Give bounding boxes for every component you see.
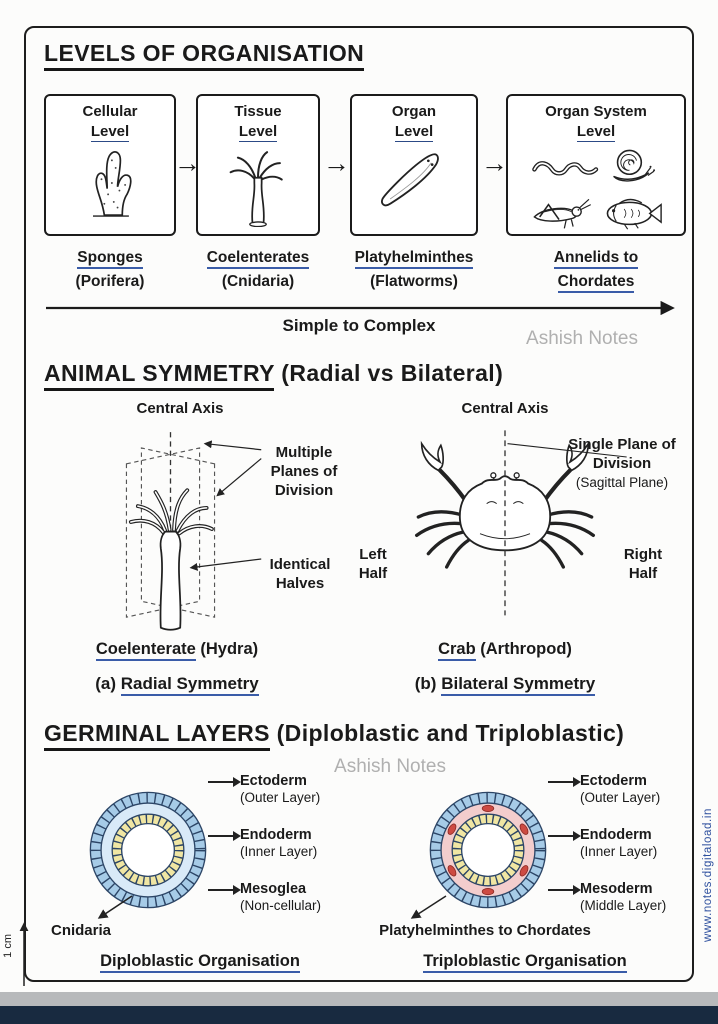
watermark: Ashish Notes <box>526 328 638 349</box>
level-box-organ: Organ Level <box>350 94 478 236</box>
mesoderm-label-row: Mesoderm (Middle Layer) <box>548 880 666 915</box>
ectoderm-label-row: Ectoderm (Outer Layer) <box>548 772 660 807</box>
worm-icon <box>532 160 599 176</box>
bilateral-symmetry-diagram <box>415 430 627 616</box>
division-plane-dashed <box>140 447 216 618</box>
division-plane-dashed <box>125 447 201 618</box>
side-url-watermark: www.notes.digitaload.in <box>702 808 714 942</box>
level-box-title: Organ System Level <box>545 103 647 143</box>
bilateral-caption: Crab (Arthropod) <box>390 640 620 661</box>
ectoderm-label-row: Ectoderm (Outer Layer) <box>208 772 320 807</box>
diploblastic-diagram <box>89 791 207 909</box>
pointer-arrow-icon <box>208 776 241 787</box>
platyhelminthes-pointer-arrow <box>410 895 447 919</box>
right-half-label: Right Half <box>623 546 663 582</box>
flow-arrow-icon: → <box>323 148 350 178</box>
cnidaria-pointer-arrow <box>97 895 133 919</box>
crab-legs <box>415 510 595 569</box>
desk-edge <box>0 1006 718 1024</box>
triploblastic-diagram <box>429 791 547 909</box>
radial-symmetry-tag: (a) Radial Symmetry <box>62 674 292 696</box>
level-box-title: Cellular Level <box>82 103 138 143</box>
flow-arrow-icon: → <box>481 148 508 178</box>
pointer-arrow-icon <box>548 776 581 787</box>
scale-arrow <box>19 922 29 986</box>
level-caption-sponges: Sponges (Porifera) <box>75 249 145 291</box>
hydra-drawing <box>229 150 283 227</box>
hydra-body <box>159 530 182 631</box>
cnidaria-label: Cnidaria <box>50 922 111 939</box>
fish-icon <box>606 198 662 230</box>
triploblastic-caption: Triploblastic Organisation <box>380 952 670 973</box>
page-title: LEVELS OF ORGANISATION <box>44 40 365 71</box>
level-box-title: Tissue Level <box>234 103 282 143</box>
pointer-arrow-icon <box>548 830 581 841</box>
single-plane-label: Single Plane of Division (Sagittal Plane… <box>568 436 676 490</box>
identical-halves-label: Identical Halves <box>269 556 331 592</box>
page-border-frame <box>24 26 694 982</box>
diploblastic-caption: Diploblastic Organisation <box>60 952 340 973</box>
level-caption-coelenterates: Coelenterates (Cnidaria) <box>206 249 310 291</box>
mesoglea-label-row: Mesoglea (Non-cellular) <box>208 880 321 915</box>
level-box-organ-system: Organ System Level <box>506 94 686 236</box>
bilateral-symmetry-tag: (b) Bilateral Symmetry <box>378 674 632 696</box>
page-edge-shadow <box>0 992 718 1006</box>
watermark: Ashish Notes <box>334 756 446 777</box>
radial-symmetry-diagram <box>125 432 262 631</box>
platyhelminthes-chordates-label: Platyhelminthes to Chordates <box>379 922 591 939</box>
level-box-tissue: Tissue Level <box>196 94 320 236</box>
snail-icon <box>613 149 656 182</box>
symmetry-heading: ANIMAL SYMMETRY (Radial vs Bilateral) <box>44 360 503 391</box>
endoderm-label-row: Endoderm (Inner Layer) <box>548 826 657 861</box>
multiple-planes-label: Multiple Planes of Division <box>270 444 338 499</box>
germinal-heading: GERMINAL LAYERS (Diploblastic and Triplo… <box>44 720 624 751</box>
pointer-arrow-icon <box>208 884 241 895</box>
simple-to-complex-arrow <box>46 300 675 316</box>
flatworm-drawing <box>381 152 439 206</box>
endoderm-label-row: Endoderm (Inner Layer) <box>208 826 317 861</box>
level-caption-platyhelminthes: Platyhelminthes (Flatworms) <box>354 249 474 291</box>
pointer-arrow-icon <box>548 884 581 895</box>
crab-claw-arm <box>437 468 469 505</box>
level-box-cellular: Cellular Level <box>44 94 176 236</box>
plane-label-connector <box>507 443 627 458</box>
mesoderm-cells <box>447 804 529 896</box>
left-half-label: Left Half <box>358 546 388 582</box>
level-caption-annelids-chordates: Annelids to Chordates <box>500 246 692 294</box>
bilateral-central-axis-label: Central Axis <box>461 400 549 417</box>
level-box-title: Organ Level <box>391 103 437 143</box>
organ-system-animals-drawing <box>532 149 662 230</box>
radial-central-axis-label: Central Axis <box>136 400 224 417</box>
flow-arrow-icon: → <box>174 148 201 178</box>
flow-axis-label: Simple to Complex <box>282 316 436 335</box>
sponge-drawing <box>93 150 132 217</box>
grasshopper-icon <box>533 198 591 228</box>
scale-label: 1 cm <box>2 934 14 958</box>
crab-pincer <box>420 440 444 472</box>
radial-caption: Coelenterate (Hydra) <box>62 640 292 661</box>
pointer-arrow-icon <box>208 830 241 841</box>
